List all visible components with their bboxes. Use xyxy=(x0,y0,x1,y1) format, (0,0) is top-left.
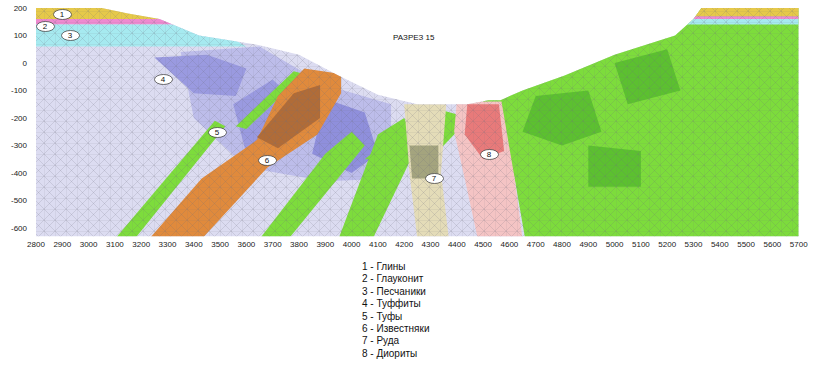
mesh-grid xyxy=(0,0,814,240)
callout-number: 7 xyxy=(432,174,436,183)
legend-entry: 6 - Известняки xyxy=(362,323,429,335)
legend: 1 - Глины2 - Глауконит3 - Песчаники4 - Т… xyxy=(362,261,429,360)
callout-outline xyxy=(480,149,498,159)
depth-tick: -100 xyxy=(11,86,27,95)
callout-ellipse: 2 xyxy=(36,21,55,32)
callout-ellipse: 1 xyxy=(53,9,72,20)
callout-outline xyxy=(53,9,71,19)
distance-tick: 4100 xyxy=(369,240,387,249)
callout-outline xyxy=(258,155,276,165)
distance-tick: 5300 xyxy=(685,240,703,249)
callout-outline xyxy=(61,30,79,40)
legend-entry: 7 - Руда xyxy=(362,335,429,347)
depth-tick: 0 xyxy=(23,59,27,68)
distance-tick: 5400 xyxy=(711,240,729,249)
legend-entry: 5 - Туфы xyxy=(362,311,429,323)
callout-ellipse: 3 xyxy=(61,30,80,41)
distance-tick: 3400 xyxy=(185,240,203,249)
callout-outline xyxy=(425,173,443,183)
distance-tick: 3000 xyxy=(80,240,98,249)
distance-tick: 5200 xyxy=(658,240,676,249)
depth-tick: -300 xyxy=(11,141,27,150)
depth-tick: -200 xyxy=(11,114,27,123)
depth-tick: -400 xyxy=(11,169,27,178)
callout-ellipse: 8 xyxy=(480,149,499,160)
callout-number: 8 xyxy=(487,150,491,159)
distance-tick: 3100 xyxy=(106,240,124,249)
legend-entry: 2 - Глауконит xyxy=(362,273,429,285)
distance-tick: 2900 xyxy=(53,240,71,249)
callout-ellipse: 5 xyxy=(208,127,227,138)
distance-tick: 3500 xyxy=(211,240,229,249)
callout-number: 1 xyxy=(60,10,64,19)
callout-outline xyxy=(208,127,226,137)
depth-tick: 200 xyxy=(14,4,27,13)
distance-tick: 4200 xyxy=(395,240,413,249)
distance-tick: 3200 xyxy=(132,240,150,249)
callout-ellipse: 4 xyxy=(154,74,173,85)
depth-tick: -500 xyxy=(11,196,27,205)
callout-number: 4 xyxy=(161,75,165,84)
distance-tick: 3800 xyxy=(290,240,308,249)
distance-tick: 4900 xyxy=(579,240,597,249)
section-title: РАЗРЕЗ 15 xyxy=(393,33,434,42)
legend-entry: 8 - Диориты xyxy=(362,348,429,360)
callout-outline xyxy=(154,74,172,84)
distance-tick: 4700 xyxy=(527,240,545,249)
distance-tick: 5600 xyxy=(764,240,782,249)
distance-tick: 4300 xyxy=(422,240,440,249)
distance-tick: 3300 xyxy=(159,240,177,249)
callout-ellipse: 7 xyxy=(425,173,444,184)
callout-number: 6 xyxy=(265,156,269,165)
callout-number: 5 xyxy=(215,128,219,137)
distance-tick: 3900 xyxy=(316,240,334,249)
legend-entry: 3 - Песчаники xyxy=(362,286,429,298)
callout-outline xyxy=(36,21,54,31)
distance-tick: 4500 xyxy=(474,240,492,249)
rock-body xyxy=(0,0,814,240)
callout-number: 2 xyxy=(43,22,47,31)
depth-tick: -600 xyxy=(11,224,27,233)
distance-tick: 4400 xyxy=(448,240,466,249)
distance-tick: 5100 xyxy=(632,240,650,249)
distance-tick: 3700 xyxy=(264,240,282,249)
legend-entry: 4 - Туффиты xyxy=(362,298,429,310)
distance-tick: 5000 xyxy=(606,240,624,249)
depth-tick: 100 xyxy=(14,31,27,40)
distance-tick: 4800 xyxy=(553,240,571,249)
distance-tick: 3600 xyxy=(238,240,256,249)
legend-entry: 1 - Глины xyxy=(362,261,429,273)
distance-tick: 4000 xyxy=(343,240,361,249)
distance-tick: 5500 xyxy=(737,240,755,249)
callout-number: 3 xyxy=(68,31,72,40)
distance-tick: 4600 xyxy=(501,240,519,249)
distance-tick: 2800 xyxy=(27,240,45,249)
distance-tick: 5700 xyxy=(790,240,808,249)
callout-ellipse: 6 xyxy=(258,155,277,166)
